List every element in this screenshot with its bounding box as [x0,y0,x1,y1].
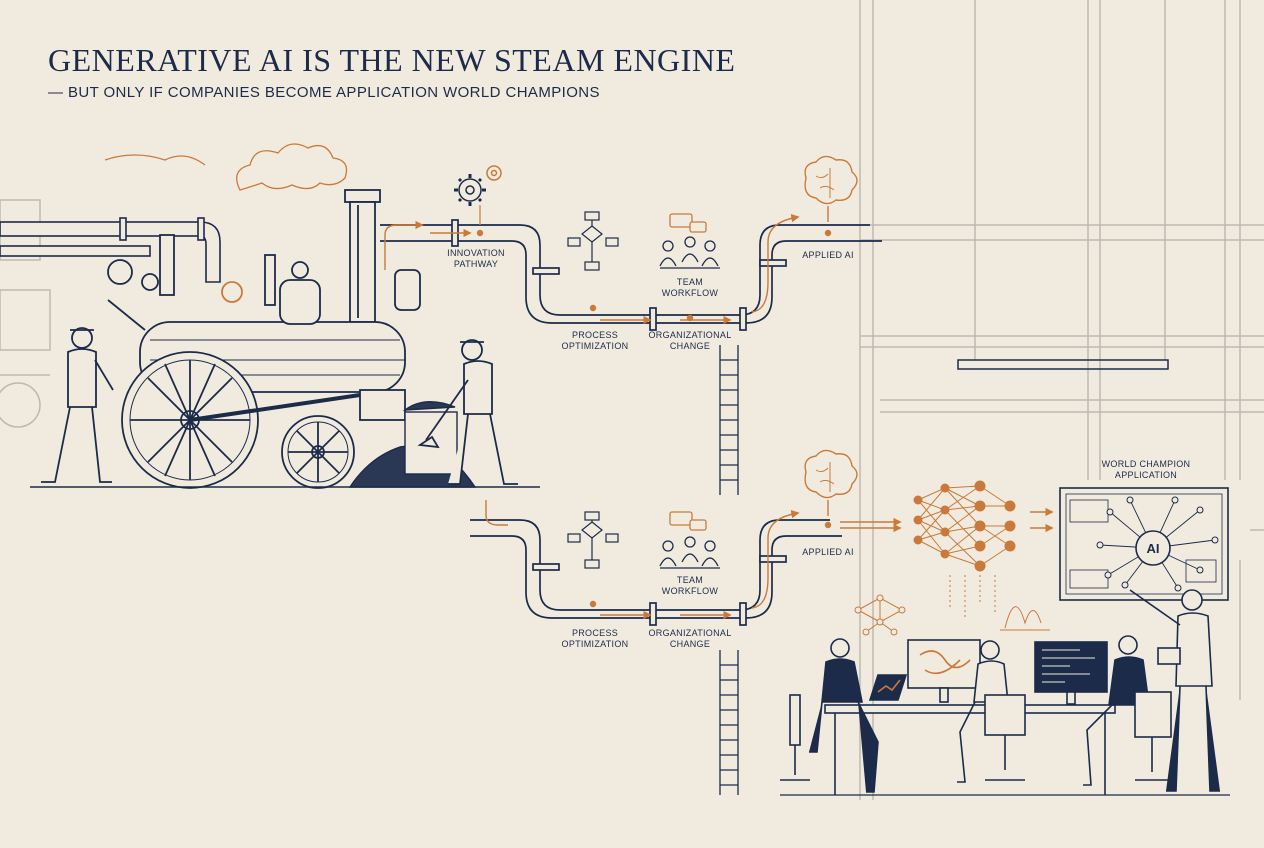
label-team-workflow-bottom-line1: TEAM [677,575,703,585]
steam-engine [30,189,540,489]
worker-right [417,339,518,485]
brain-icon [804,155,858,516]
label-application: APPLICATION [1115,470,1177,480]
page-title: GENERATIVE AI IS THE NEW STEAM ENGINE [48,42,736,78]
label-organizational-change-line1: ORGANIZATIONAL [648,330,731,340]
left-steam-pipe [0,217,221,283]
label-applied-ai-bottom: APPLIED AI [802,547,854,557]
label-process-optimization-line1: PROCESS [572,330,618,340]
label-innovation-pathway-line1: INNOVATION [447,248,505,258]
ai-badge: AI [1147,541,1160,556]
office-workers [780,589,1220,793]
background-architecture [0,0,1264,800]
label-team-workflow-line2: WORKFLOW [662,288,719,298]
bottom-pathway-labels: PROCESS OPTIMIZATION TEAM WORKFLOW ORGAN… [562,547,854,649]
top-pathway-labels: INNOVATION PATHWAY PROCESS OPTIMIZATION … [447,248,854,351]
label-organizational-change-bottom-line2: CHANGE [670,639,710,649]
flowchart-icon [567,211,619,569]
top-innovation-pipeline [380,219,882,331]
label-process-optimization-line2: OPTIMIZATION [562,341,629,351]
small-neural-network-icon [854,594,1050,636]
ladder-icon [719,345,739,795]
label-organizational-change-bottom-line1: ORGANIZATIONAL [648,628,731,638]
label-team-workflow-line1: TEAM [677,277,703,287]
label-applied-ai-top: APPLIED AI [802,250,854,260]
team-icon [659,213,720,569]
label-innovation-pathway-line2: PATHWAY [454,259,498,269]
bottom-innovation-pipeline [470,519,842,626]
label-organizational-change-line2: CHANGE [670,341,710,351]
computer-monitor [868,639,1108,705]
page-subtitle: — BUT ONLY IF COMPANIES BECOME APPLICATI… [48,84,600,101]
worker-left [41,327,114,483]
top-pipeline-accent [384,213,832,325]
champion-application-board [1059,487,1229,601]
bottom-pipeline-accent [485,500,1054,620]
label-process-optimization-bottom-line2: OPTIMIZATION [562,639,629,649]
gear-icon [454,165,502,225]
neural-network-icon [913,480,1016,620]
label-process-optimization-bottom-line1: PROCESS [572,628,618,638]
label-team-workflow-bottom-line2: WORKFLOW [662,586,719,596]
label-world-champion: WORLD CHAMPION [1102,459,1191,469]
steam-cloud [104,143,348,191]
small-drive-wheel [281,415,355,489]
